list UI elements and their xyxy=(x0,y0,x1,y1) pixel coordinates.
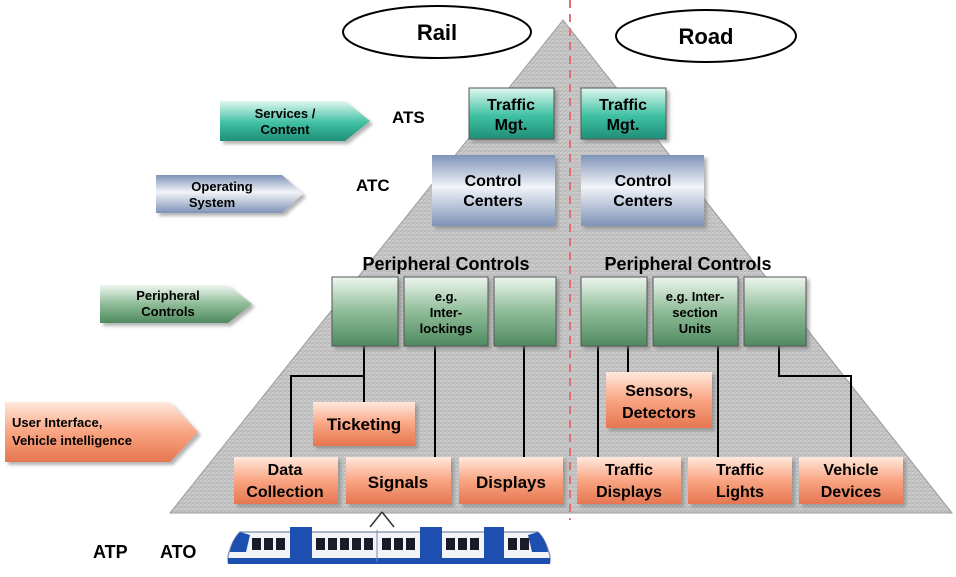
svg-text:Mgt.: Mgt. xyxy=(607,117,640,134)
svg-text:Units: Units xyxy=(679,321,712,336)
rail-title: Rail xyxy=(417,20,457,45)
rail-header: Rail xyxy=(342,5,532,59)
rail-signals-box: Signals xyxy=(346,457,451,504)
road-intersection-units-box: e.g. Inter- section Units xyxy=(652,276,739,347)
layer-arrow-operating: Operating System xyxy=(156,175,303,213)
rail-peripheral-title: Peripheral Controls xyxy=(362,254,529,274)
svg-text:Operating: Operating xyxy=(191,179,252,194)
ats-label: ATS xyxy=(392,108,425,127)
svg-text:Lights: Lights xyxy=(716,484,764,501)
svg-text:Controls: Controls xyxy=(141,304,194,319)
svg-text:Traffic: Traffic xyxy=(716,462,764,479)
svg-text:Traffic: Traffic xyxy=(605,462,653,479)
rail-displays-box: Displays xyxy=(459,457,563,504)
svg-text:Vehicle intelligence: Vehicle intelligence xyxy=(12,433,132,448)
svg-text:Signals: Signals xyxy=(368,473,428,492)
road-peripheral-title: Peripheral Controls xyxy=(604,254,771,274)
svg-text:Centers: Centers xyxy=(613,193,673,210)
road-traffic-displays-box: Traffic Displays xyxy=(577,457,681,504)
ato-label: ATO xyxy=(160,542,196,562)
svg-text:Control: Control xyxy=(465,173,522,190)
svg-text:Displays: Displays xyxy=(596,484,662,501)
svg-text:Sensors,: Sensors, xyxy=(625,383,693,400)
svg-text:Ticketing: Ticketing xyxy=(327,415,401,434)
atp-label: ATP xyxy=(93,542,128,562)
road-sensors-detectors-box: Sensors, Detectors xyxy=(606,372,712,428)
svg-text:Data: Data xyxy=(268,462,303,479)
layer-arrow-peripheral: Peripheral Controls xyxy=(100,285,252,323)
svg-text:System: System xyxy=(189,195,235,210)
layer-arrow-user-interface: User Interface, Vehicle intelligence xyxy=(5,402,198,462)
road-traffic-mgt-box: Traffic Mgt. xyxy=(580,87,667,140)
svg-text:Collection: Collection xyxy=(246,484,323,501)
svg-text:lockings: lockings xyxy=(420,321,473,336)
svg-text:Content: Content xyxy=(260,122,310,137)
rail-peripheral-box-3 xyxy=(493,276,557,347)
svg-text:e.g.: e.g. xyxy=(435,289,457,304)
connector-lines xyxy=(290,346,852,458)
tram-icon xyxy=(227,511,551,564)
road-header: Road xyxy=(615,9,797,63)
road-peripheral-box-3 xyxy=(743,276,807,347)
svg-text:Vehicle: Vehicle xyxy=(823,462,878,479)
svg-text:Services /: Services / xyxy=(255,106,316,121)
svg-text:Detectors: Detectors xyxy=(622,405,696,422)
road-traffic-lights-box: Traffic Lights xyxy=(688,457,792,504)
pyramid-background xyxy=(168,19,954,514)
road-title: Road xyxy=(679,24,734,49)
road-peripheral-box-1 xyxy=(580,276,648,347)
svg-text:Mgt.: Mgt. xyxy=(495,117,528,134)
rail-control-centers-box: Control Centers xyxy=(432,155,555,226)
svg-text:Devices: Devices xyxy=(821,484,882,501)
svg-text:e.g. Inter-: e.g. Inter- xyxy=(666,289,725,304)
atc-label: ATC xyxy=(356,176,390,195)
layer-arrow-services: Services / Content xyxy=(220,101,370,141)
svg-text:Displays: Displays xyxy=(476,473,546,492)
rail-peripheral-box-1 xyxy=(331,276,399,347)
svg-text:Traffic: Traffic xyxy=(599,97,647,114)
road-control-centers-box: Control Centers xyxy=(581,155,704,226)
svg-text:Traffic: Traffic xyxy=(487,97,535,114)
svg-text:section: section xyxy=(672,305,718,320)
svg-text:User Interface,: User Interface, xyxy=(12,415,102,430)
svg-text:Peripheral: Peripheral xyxy=(136,288,200,303)
svg-text:Control: Control xyxy=(615,173,672,190)
rail-ticketing-box: Ticketing xyxy=(313,402,415,446)
svg-text:Centers: Centers xyxy=(463,193,523,210)
rail-interlockings-box: e.g. Inter- lockings xyxy=(403,276,489,347)
svg-text:Inter-: Inter- xyxy=(430,305,463,320)
rail-traffic-mgt-box: Traffic Mgt. xyxy=(468,87,555,140)
road-vehicle-devices-box: Vehicle Devices xyxy=(799,457,903,504)
rail-data-collection-box: Data Collection xyxy=(234,457,338,504)
